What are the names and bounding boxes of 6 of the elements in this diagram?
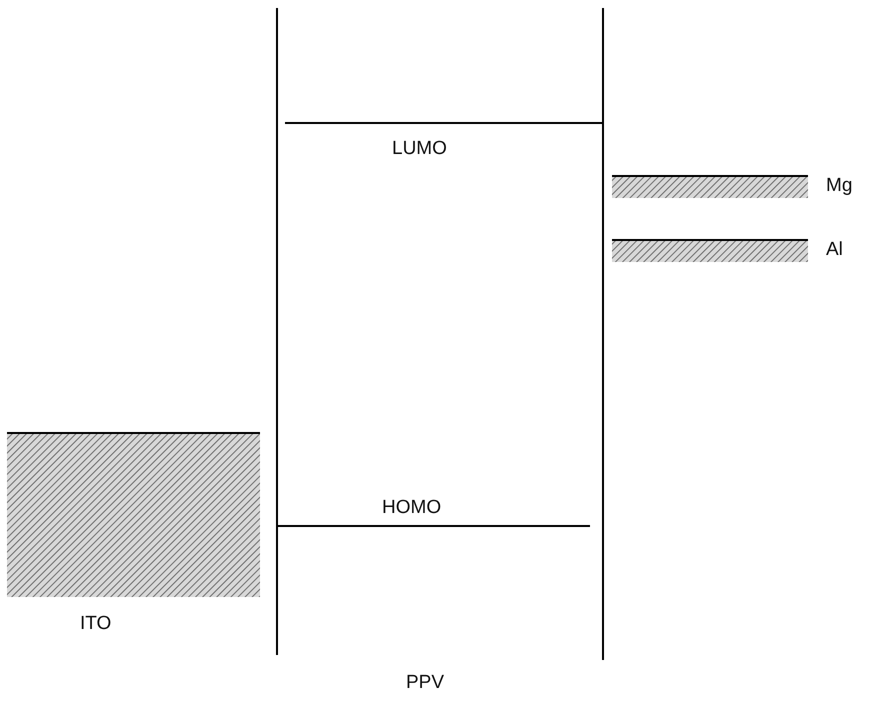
level-label: ITO bbox=[80, 613, 112, 635]
level-label: HOMO bbox=[382, 497, 442, 519]
level-label: LUMO bbox=[392, 138, 447, 160]
level-label: Mg bbox=[826, 175, 852, 197]
level-label: Al bbox=[826, 239, 843, 261]
level-label: PPV bbox=[406, 672, 444, 694]
